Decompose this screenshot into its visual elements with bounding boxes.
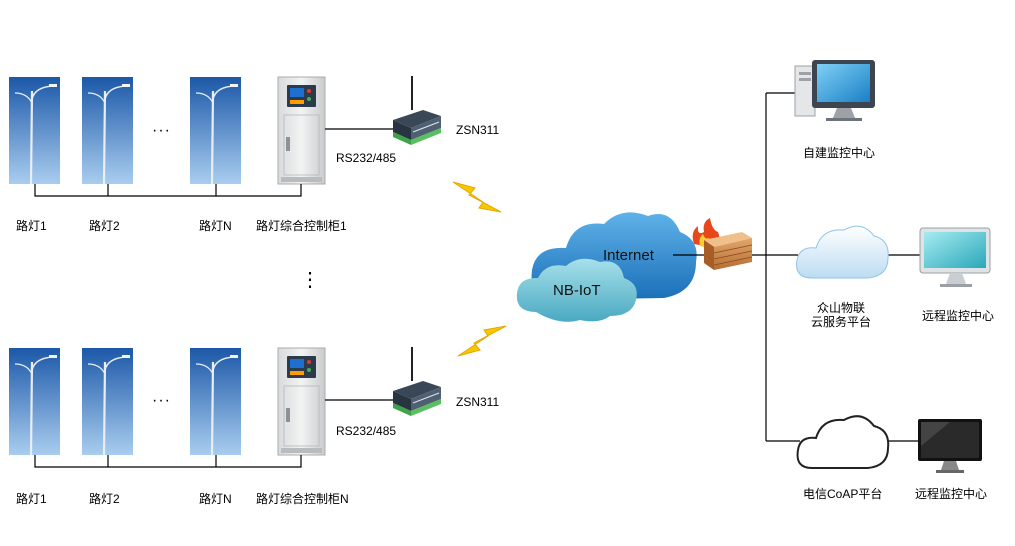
street-lamp-2 [80,75,135,186]
cloud-platform-label-line1: 众山物联 [816,301,865,315]
cloud-platform-icon [796,225,889,279]
self-monitor-label: 自建监控中心 [803,146,876,160]
street-lamp-n [188,75,243,186]
nbiot-cloud [516,258,637,322]
lamp-label-1: 路灯1 [16,219,47,233]
row-2-group [7,346,442,468]
monitor-icon [919,227,991,287]
lamp-label-2: 路灯2 [89,492,120,506]
lamp-label-1: 路灯1 [16,492,47,506]
lamp-ellipsis: ··· [152,122,171,139]
lamp-bus-line [34,184,302,197]
lamp-ellipsis: ··· [152,392,171,409]
monitor-icon [918,419,982,473]
remote-monitor-label: 远程监控中心 [922,309,995,323]
coap-platform-label: 电信CoAP平台 [803,487,883,501]
row-1-group [7,75,442,197]
device-label: ZSN311 [456,123,500,137]
coap-cloud-icon [796,415,890,469]
remote-monitor-label: 远程监控中心 [915,487,988,501]
wireless-lightning-icon [457,325,507,357]
street-lamp-1 [7,75,62,186]
internet-label: Internet [603,247,654,264]
lamp-label-n: 路灯N [199,219,232,233]
cabinet-label: 路灯综合控制柜N [256,492,349,506]
wireless-lightning-icon [452,181,502,213]
interface-label: RS232/485 [336,424,397,438]
zsn311-modem [392,75,442,146]
lamp-label-n: 路灯N [199,492,232,506]
control-cabinet-n [277,347,326,456]
control-cabinet-1 [277,76,326,185]
row-ellipsis: ⋮ [300,269,320,291]
cabinet-label: 路灯综合控制柜1 [256,219,347,233]
desktop-pc-icon [794,60,875,121]
lamp-bus-line [34,455,302,468]
street-lamp-2 [80,346,135,457]
lamp-label-2: 路灯2 [89,219,120,233]
zsn311-modem [392,346,442,417]
interface-label: RS232/485 [336,151,397,165]
cloud-platform-label-line2: 云服务平台 [810,315,871,329]
firewall-icon [692,218,753,270]
device-label: ZSN311 [456,395,500,409]
street-lamp-1 [7,346,62,457]
street-lamp-n [188,346,243,457]
nbiot-label: NB-IoT [553,282,601,299]
